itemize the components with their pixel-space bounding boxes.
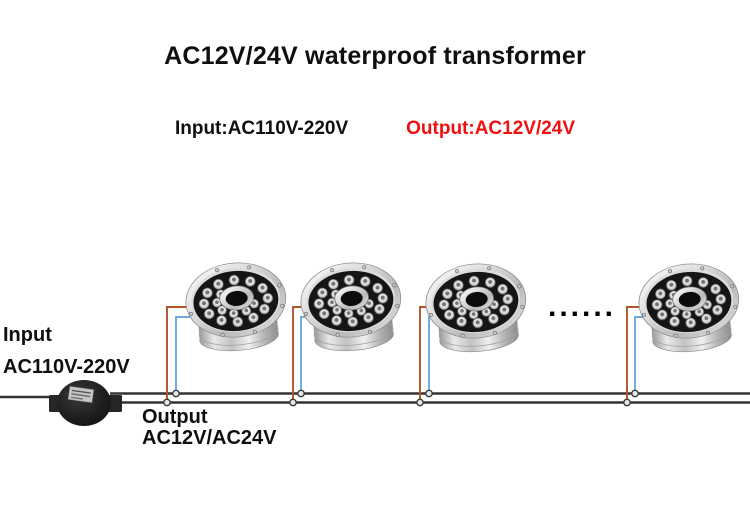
light-4-wires — [623, 306, 657, 407]
input-label: Input — [3, 324, 52, 346]
junction-dot — [416, 398, 424, 407]
input-voltage-label: AC110V-220V — [3, 356, 130, 378]
continuation-dots: ...... — [548, 290, 617, 323]
junction-dot — [623, 398, 631, 407]
output-spec-label: Output:AC12V/24V — [406, 118, 576, 139]
junction-dot — [172, 389, 180, 398]
led-fountain-light — [184, 260, 288, 358]
transformer-body — [57, 380, 111, 426]
led-fountain-light — [299, 260, 403, 358]
junction-dot — [425, 389, 433, 398]
led-fountain-light — [424, 261, 528, 359]
live-wire — [166, 306, 193, 403]
output-voltage-label: AC12V/AC24V — [142, 427, 277, 449]
junction-dot — [289, 398, 297, 407]
junction-dot — [297, 389, 305, 398]
spec-row: Input:AC110V-220V Output:AC12V/24V — [0, 118, 750, 140]
transformer-label-sticker — [67, 386, 95, 403]
input-spec-label: Input:AC110V-220V — [174, 118, 349, 139]
junction-dot — [163, 398, 171, 407]
led-fountain-light — [637, 261, 741, 359]
output-label: Output — [142, 406, 208, 428]
junction-dot — [631, 389, 639, 398]
page-title: AC12V/24V waterproof transformer — [164, 42, 586, 70]
transformer — [49, 380, 122, 426]
